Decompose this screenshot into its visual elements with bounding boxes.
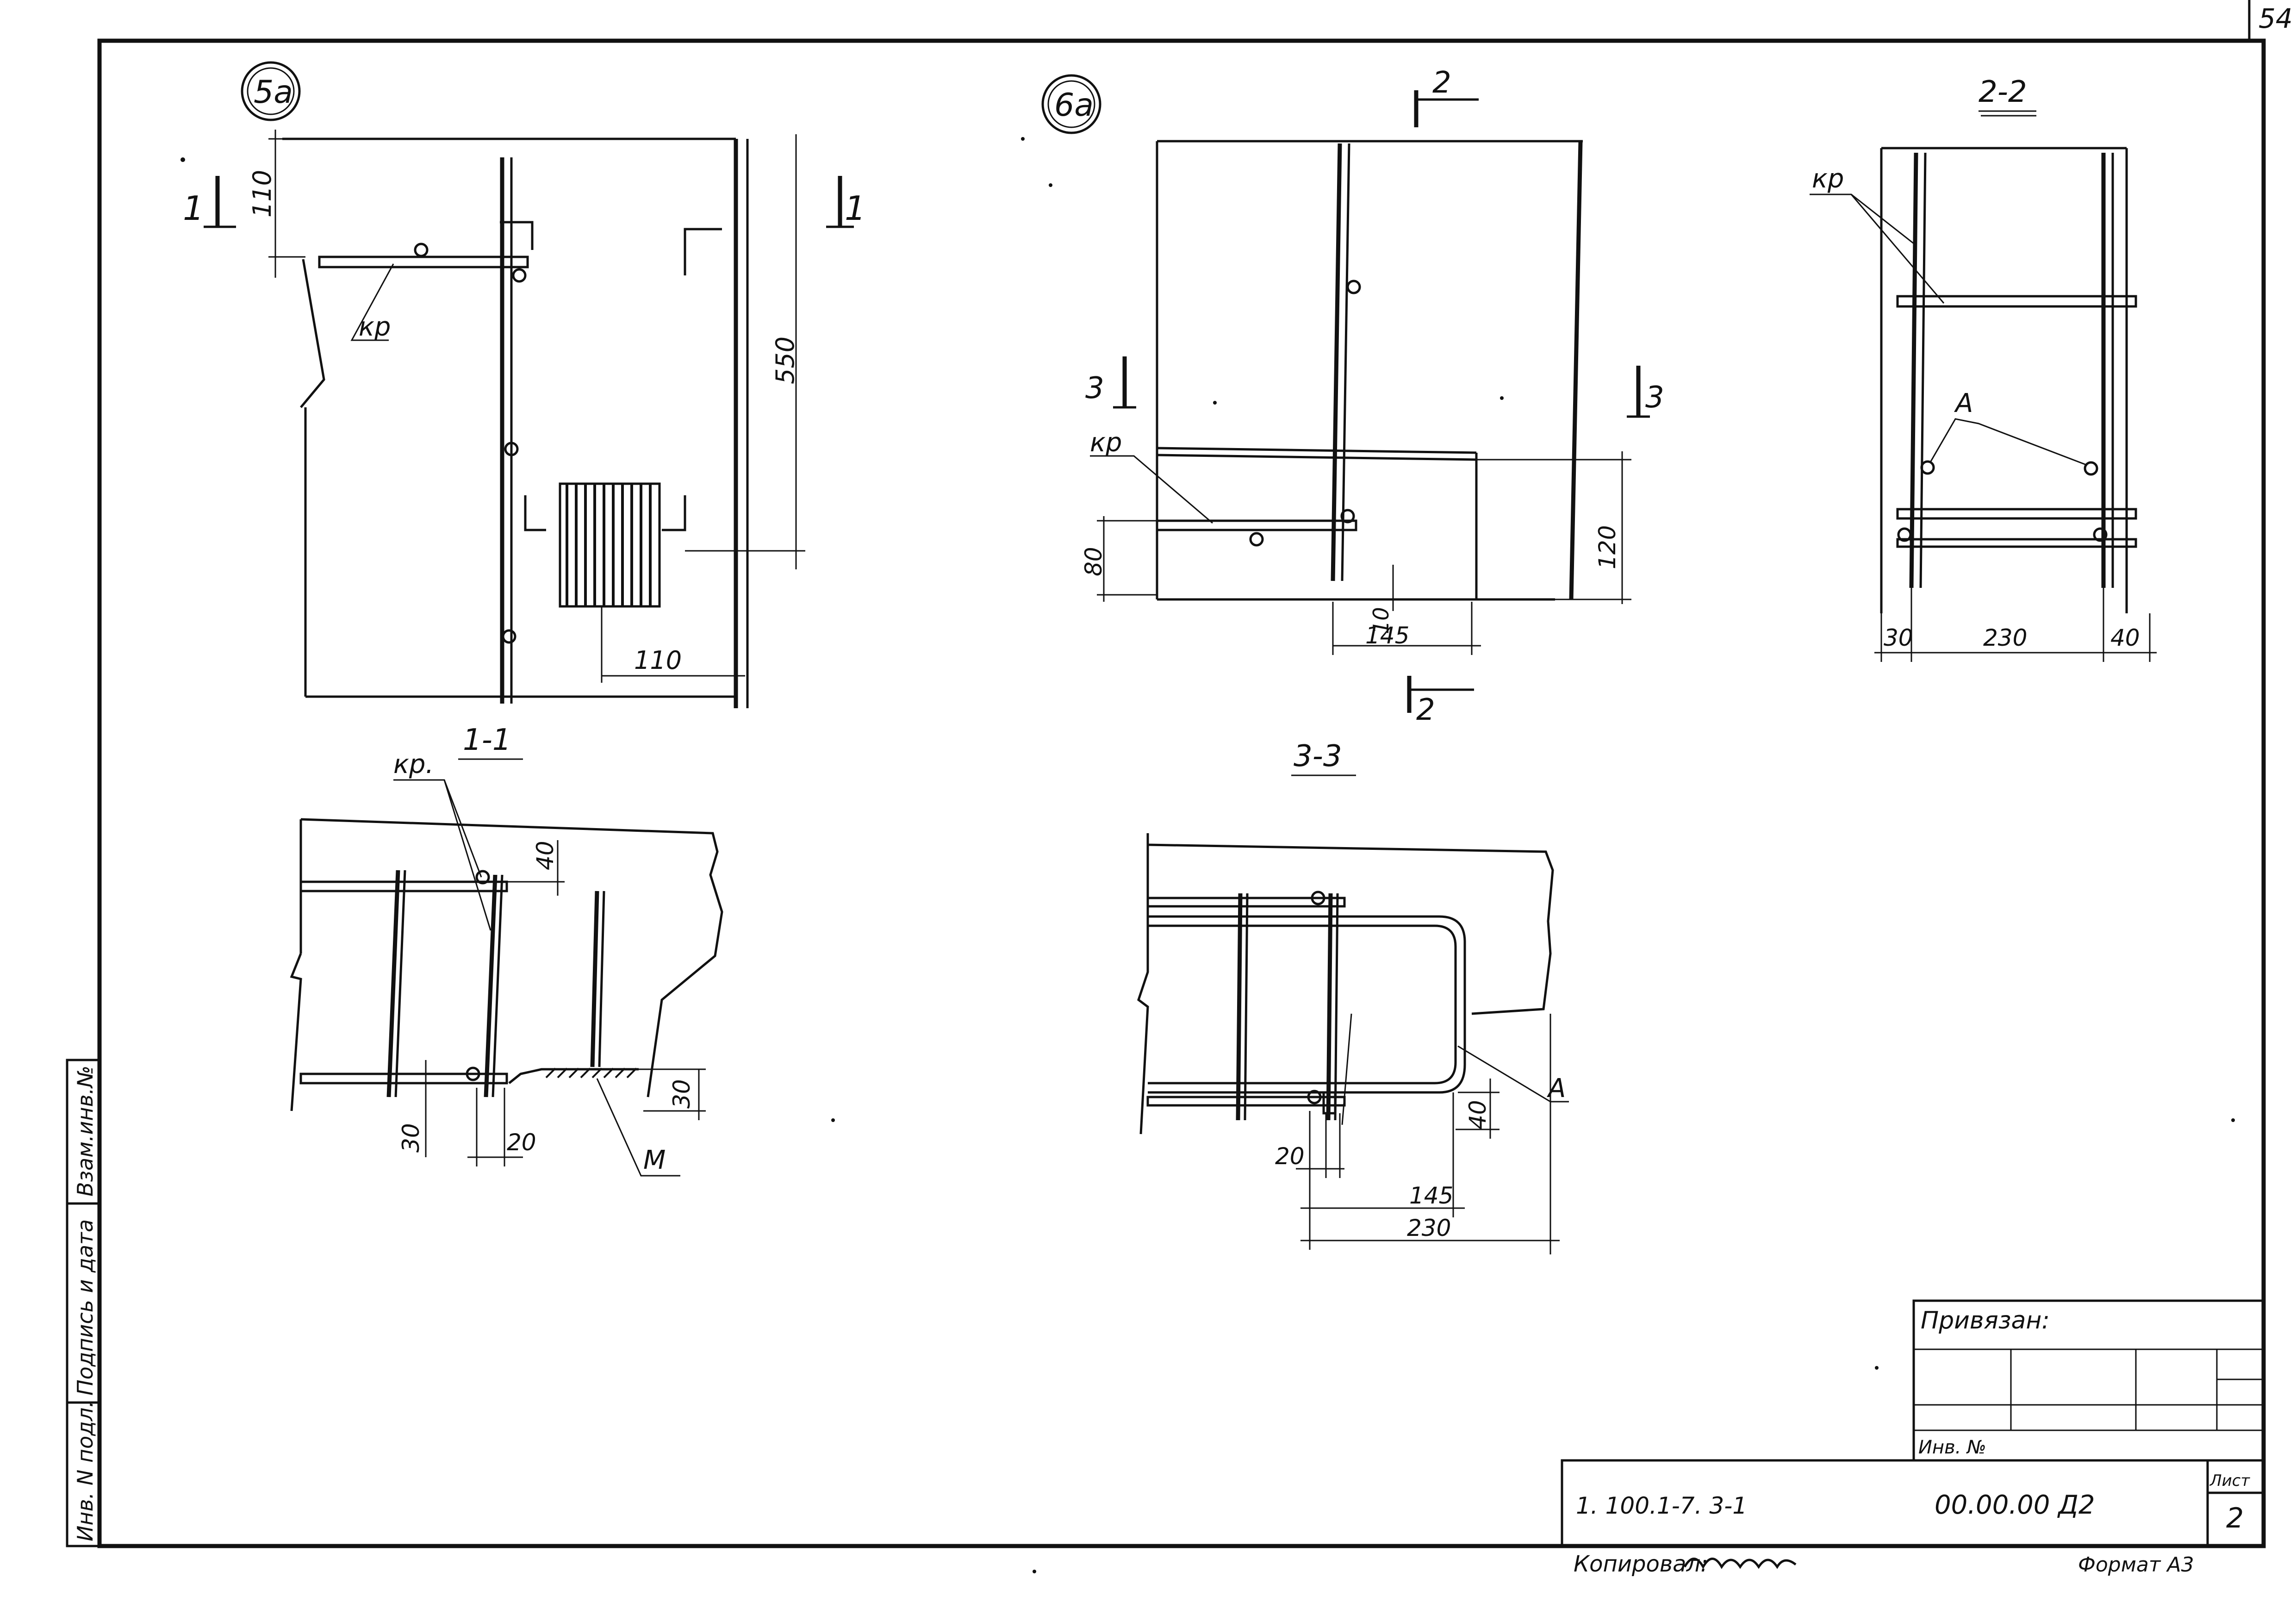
footer: Копировал: Формат А3 bbox=[1574, 1551, 2194, 1577]
section-3-3-title: 3-3 bbox=[1294, 739, 1342, 773]
view-node-6a: 6а 80 120 10 145 2 2 bbox=[1041, 66, 1664, 727]
section-mark-6a-top: 2 bbox=[1432, 66, 1451, 100]
sheet-number: 2 bbox=[2226, 1502, 2244, 1534]
side-stamp-sign: Подпись и дата bbox=[73, 1219, 98, 1396]
sheet-corner-number: 54 bbox=[2259, 3, 2293, 34]
leader-1-1-m: М bbox=[643, 1145, 666, 1175]
leader-6a-kp: кр bbox=[1090, 428, 1122, 458]
dim-6a-10: 10 bbox=[1369, 607, 1394, 634]
leader-2-2-kp: кр bbox=[1812, 164, 1844, 194]
hatched-plate bbox=[559, 482, 661, 608]
leader-2-2-a: А bbox=[1954, 388, 1973, 418]
view-section-2-2: 2-2 кр А 30 230 40 bbox=[1810, 75, 2157, 662]
dim-5a-110-bottom: 110 bbox=[634, 646, 682, 675]
dim-6a-120: 120 bbox=[1594, 525, 1621, 569]
section-mark-6a-right: 3 bbox=[1645, 380, 1664, 415]
dim-6a-80: 80 bbox=[1080, 547, 1107, 576]
sheet-frame: 54 bbox=[97, 0, 2293, 1548]
sheet-label: Лист bbox=[2209, 1472, 2250, 1490]
section-mark-5a-left: 1 bbox=[183, 189, 204, 228]
leader-1-1-kp: кр. bbox=[393, 749, 434, 779]
dim-5a-110-top: 110 bbox=[248, 170, 277, 218]
sheet-format: Формат А3 bbox=[2078, 1553, 2194, 1577]
node-5a-marker: 5а bbox=[254, 74, 293, 111]
dim-3-3-20: 20 bbox=[1275, 1143, 1305, 1170]
section-2-2-title: 2-2 bbox=[1979, 75, 2027, 109]
dim-3-3-40: 40 bbox=[1464, 1100, 1491, 1129]
dim-6a-145: 145 bbox=[1365, 622, 1409, 649]
dim-3-3-230: 230 bbox=[1407, 1215, 1451, 1241]
bound-label: Привязан: bbox=[1921, 1307, 2050, 1334]
dim-2-2-30: 30 bbox=[1884, 624, 1913, 651]
drawing-number: 00.00.00 Д2 bbox=[1935, 1490, 2095, 1520]
dim-2-2-230: 230 bbox=[1983, 624, 2027, 651]
view-section-3-3: 3-3 А 40 20 145 230 bbox=[1137, 739, 1569, 1254]
section-1-1-title: 1-1 bbox=[463, 723, 511, 757]
dim-1-1-40: 40 bbox=[532, 841, 559, 870]
inv-label: Инв. № bbox=[1918, 1437, 1986, 1458]
scan-specks bbox=[180, 137, 2235, 1573]
title-block: Привязан: Инв. № 1. 100.1-7. 3-1 00.00.0… bbox=[1561, 1299, 2265, 1547]
section-mark-5a-right: 1 bbox=[845, 189, 866, 228]
dim-3-3-145: 145 bbox=[1409, 1182, 1453, 1209]
leader-5a-kp: кр bbox=[359, 312, 391, 342]
dim-1-1-30-right: 30 bbox=[668, 1079, 695, 1109]
side-stamp: Инв. N подл. Подпись и дата Взам.инв.№ bbox=[66, 1059, 101, 1547]
dim-5a-550: 550 bbox=[771, 337, 800, 384]
dim-1-1-20: 20 bbox=[507, 1129, 536, 1156]
view-node-5a: 5а bbox=[183, 61, 866, 708]
view-section-1-1: 1-1 кр. М 40 30 bbox=[290, 723, 723, 1177]
side-stamp-inv: Инв. N подл. bbox=[73, 1401, 98, 1541]
leader-3-3-a: А bbox=[1547, 1073, 1566, 1104]
node-6a-marker: 6а bbox=[1054, 87, 1094, 124]
section-mark-6a-left: 3 bbox=[1085, 371, 1104, 405]
doc-code: 1. 100.1-7. 3-1 bbox=[1576, 1492, 1747, 1519]
dim-2-2-40: 40 bbox=[2110, 624, 2140, 651]
side-stamp-replace: Взам.инв.№ bbox=[73, 1066, 98, 1197]
section-mark-6a-bottom: 2 bbox=[1416, 693, 1435, 727]
dim-1-1-30-left: 30 bbox=[398, 1123, 424, 1153]
